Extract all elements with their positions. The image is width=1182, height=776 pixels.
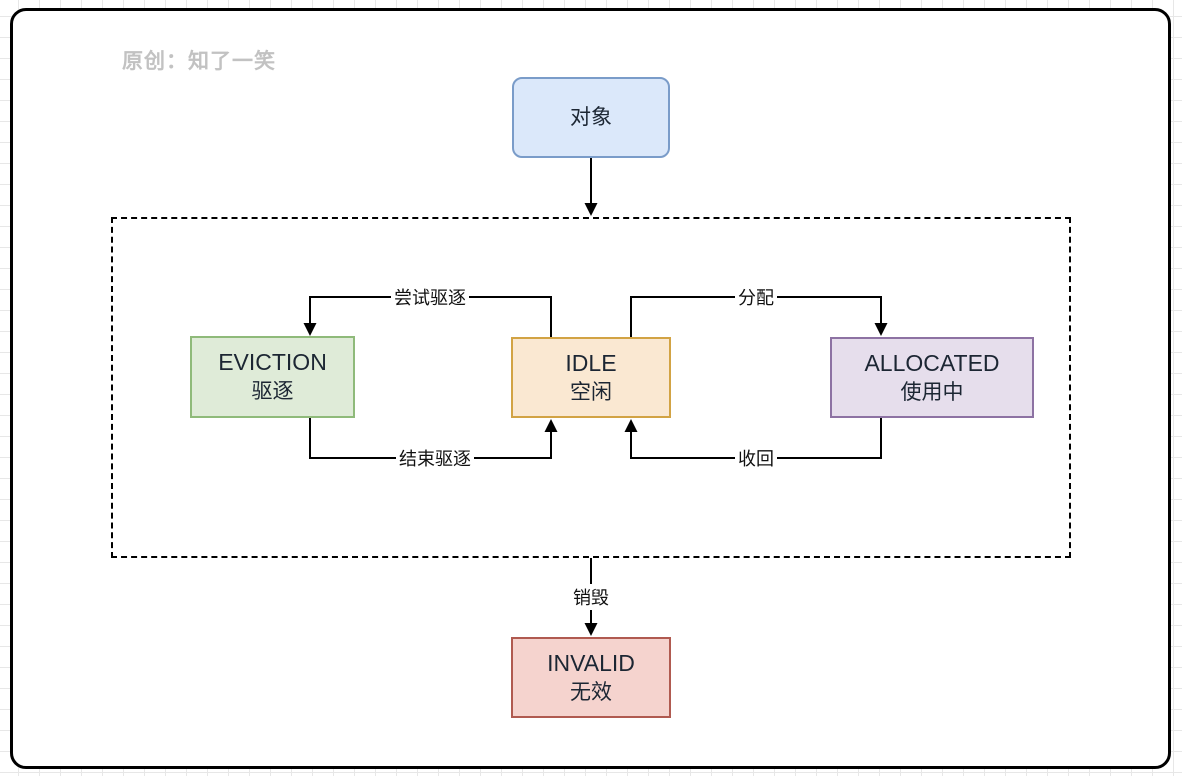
edge-label-reclaim: 收回	[735, 445, 777, 471]
node-allocated-title: ALLOCATED	[864, 349, 1000, 376]
watermark-text: 原创：知了一笑	[122, 50, 276, 73]
node-idle: IDLE 空闲	[511, 337, 671, 418]
node-allocated: ALLOCATED 使用中	[830, 337, 1034, 418]
node-allocated-subtitle: 使用中	[900, 380, 964, 404]
edge-label-try-evict: 尝试驱逐	[391, 284, 469, 310]
node-invalid: INVALID 无效	[511, 637, 671, 718]
node-object: 对象	[512, 77, 670, 158]
edge-label-allocate: 分配	[735, 284, 777, 310]
node-eviction-title: EVICTION	[218, 349, 327, 375]
node-eviction-subtitle: 驱逐	[251, 380, 294, 403]
node-object-label: 对象	[570, 106, 612, 129]
node-idle-title: IDLE	[565, 349, 617, 376]
pool-boundary-dashed-box	[111, 217, 1071, 558]
node-idle-subtitle: 空闲	[570, 380, 612, 404]
node-invalid-title: INVALID	[547, 649, 635, 676]
edge-label-end-evict: 结束驱逐	[396, 445, 474, 471]
node-eviction: EVICTION 驱逐	[190, 336, 355, 418]
edge-label-destroy: 销毁	[570, 584, 612, 610]
node-invalid-subtitle: 无效	[570, 680, 612, 704]
